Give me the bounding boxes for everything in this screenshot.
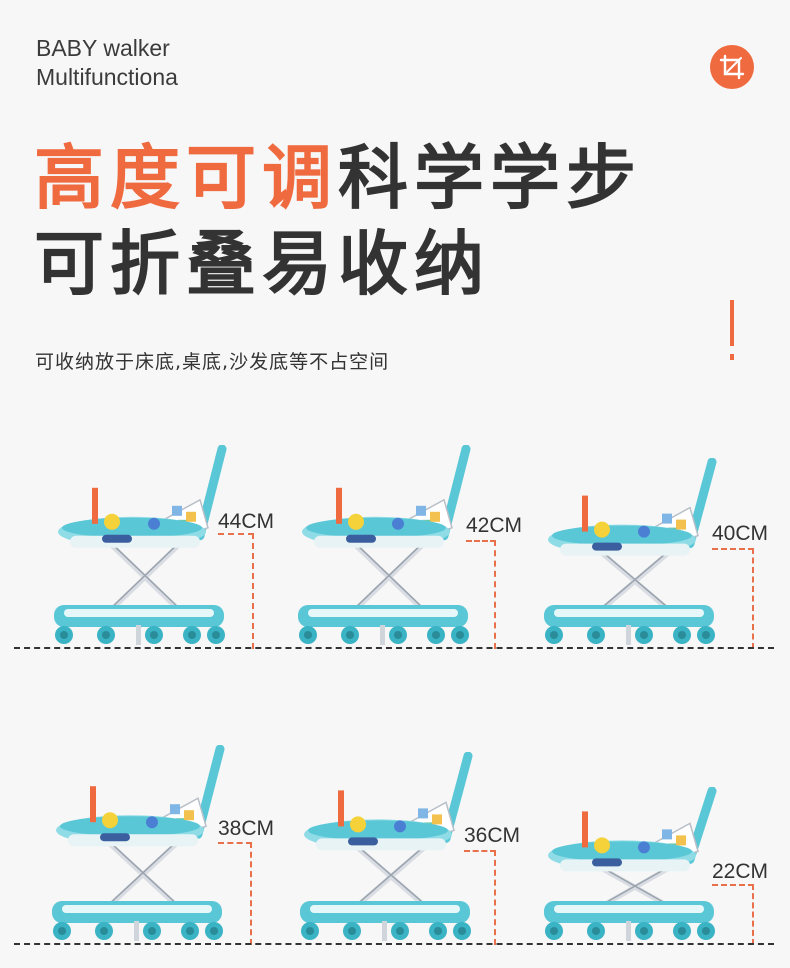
floor-line-bottom	[14, 943, 774, 945]
accent-bar	[730, 300, 734, 346]
headline-line-2: 可折叠易收纳	[34, 223, 490, 305]
headline-rest: 科学学步	[338, 137, 642, 219]
height-measure-line	[712, 884, 754, 945]
height-label: 40CM	[712, 522, 769, 545]
brand-title: BABY walker Multifunctiona	[36, 34, 178, 92]
height-label: 44CM	[218, 510, 275, 533]
brand-line-1: BABY walker	[36, 35, 170, 61]
brand-line-2: Multifunctiona	[36, 64, 178, 90]
headline-line-1: 高度可调科学学步	[34, 138, 642, 218]
height-measure-line	[218, 533, 254, 649]
height-measure-line	[218, 842, 252, 945]
height-label: 38CM	[218, 817, 275, 840]
baby-walker-illustration	[52, 745, 225, 941]
subtitle: 可收纳放于床底,桌底,沙发底等不占空间	[35, 351, 390, 373]
baby-walker-illustration	[544, 787, 717, 941]
floor-line-top	[14, 647, 774, 649]
height-measure-line	[466, 540, 496, 649]
headline-accent: 高度可调	[34, 137, 338, 219]
crop-icon	[710, 45, 754, 89]
height-label: 42CM	[466, 514, 523, 537]
height-label: 22CM	[712, 860, 769, 883]
baby-walker-illustration	[544, 458, 717, 645]
baby-walker-illustration	[298, 445, 471, 645]
height-label: 36CM	[464, 824, 521, 847]
baby-walker-illustration	[300, 752, 473, 941]
height-measure-line	[712, 548, 754, 649]
baby-walker-illustration	[54, 445, 227, 645]
accent-dot	[730, 354, 734, 360]
height-measure-line	[464, 850, 496, 945]
